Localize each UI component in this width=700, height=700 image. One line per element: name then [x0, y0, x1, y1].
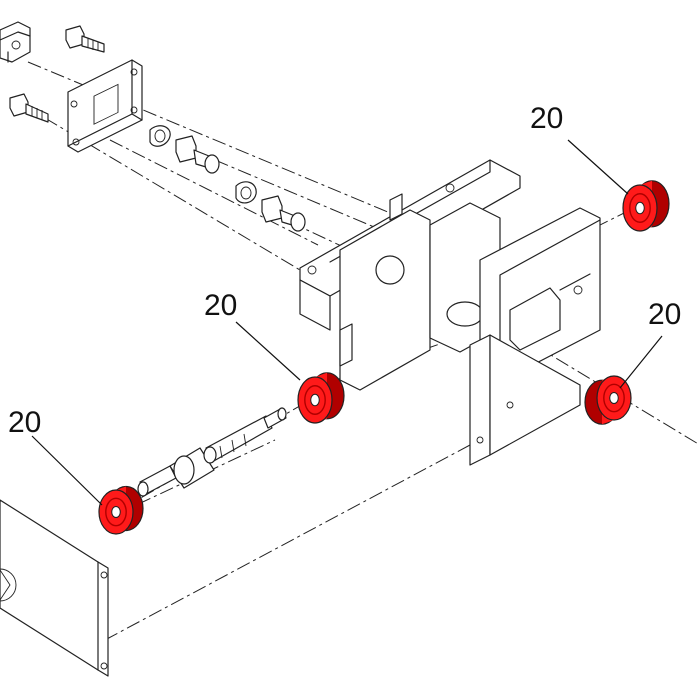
callout-number-right: 20: [648, 298, 681, 331]
washer-lower: [235, 181, 257, 204]
callout-number-left: 20: [8, 406, 41, 439]
callout-number-top-right: 20: [530, 102, 563, 135]
roller-left: [98, 485, 144, 535]
screw-lower: [261, 195, 306, 232]
side-panel: [0, 499, 109, 677]
mounting-plate: [67, 59, 143, 153]
screw-left: [9, 93, 49, 123]
screw-top: [65, 25, 105, 53]
shaft: [137, 407, 287, 497]
main-frame: [299, 159, 601, 466]
roller-top-right: [622, 180, 670, 232]
connector-block: [0, 21, 31, 63]
washer-upper: [149, 125, 171, 147]
roller-right: [584, 375, 632, 425]
highlighted-rollers: [98, 180, 670, 535]
leader-lines: [31, 139, 663, 506]
roller-middle: [297, 372, 345, 424]
screw-middle: [175, 135, 220, 174]
callout-number-middle: 20: [204, 289, 237, 322]
